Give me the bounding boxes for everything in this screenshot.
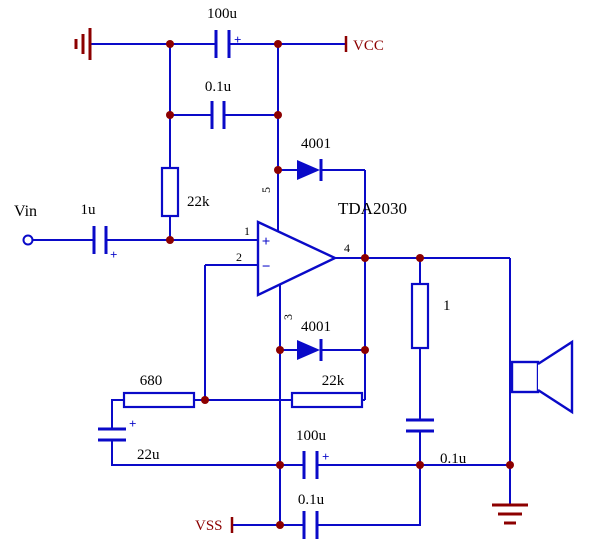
resistor-zobel-value: 1 bbox=[443, 298, 451, 314]
junction-dot bbox=[274, 40, 282, 48]
junction-dot bbox=[166, 111, 174, 119]
capacitor-vcc-bulk-polarity: + bbox=[234, 32, 241, 47]
resistor-bias-value: 22k bbox=[187, 194, 210, 210]
input-terminal: Vin bbox=[14, 203, 37, 246]
junction-dot bbox=[201, 396, 209, 404]
capacitor-vcc-hf-value: 0.1u bbox=[205, 79, 232, 95]
junction-dot bbox=[166, 40, 174, 48]
opamp-noninverting-sign: + bbox=[262, 234, 271, 250]
capacitor-vcc-bulk-100u: 100u + bbox=[207, 6, 241, 58]
capacitor-input-value: 1u bbox=[81, 202, 97, 218]
pin-label-1: 1 bbox=[244, 224, 250, 238]
input-label: Vin bbox=[14, 203, 37, 220]
resistor-bias-22k: 22k bbox=[160, 166, 210, 218]
capacitor-vcc-hf-0.1u: 0.1u bbox=[205, 79, 232, 129]
junction-dot bbox=[416, 461, 424, 469]
diode-bottom-value: 4001 bbox=[301, 319, 331, 335]
vcc-label: VCC bbox=[353, 38, 384, 54]
capacitor-vss-hf-value: 0.1u bbox=[298, 492, 325, 508]
ground-symbol-top-left bbox=[74, 28, 92, 60]
capacitor-feedback-22u: 22u + bbox=[98, 416, 160, 463]
junction-dot bbox=[506, 461, 514, 469]
vss-label: VSS bbox=[195, 518, 223, 534]
diode-output-to-vcc-4001: 4001 bbox=[297, 136, 331, 181]
junction-dot bbox=[416, 254, 424, 262]
diode-vss-to-output-4001: 4001 bbox=[297, 319, 331, 361]
junction-dot bbox=[166, 236, 174, 244]
junction-dots bbox=[166, 40, 514, 529]
opamp-tda2030: + − TDA2030 1 2 4 5 3 bbox=[236, 187, 407, 320]
resistor-feedback-22k: 22k bbox=[290, 373, 364, 409]
ic-name-label: TDA2030 bbox=[338, 199, 407, 218]
speaker-icon bbox=[510, 339, 574, 415]
pin-label-5: 5 bbox=[259, 187, 273, 193]
junction-dot bbox=[274, 111, 282, 119]
capacitor-input-polarity: + bbox=[110, 247, 117, 262]
capacitor-feedback-value: 22u bbox=[137, 447, 160, 463]
vcc-terminal: VCC bbox=[344, 36, 384, 54]
vss-terminal: VSS bbox=[195, 517, 234, 534]
capacitor-vss-bulk-100u: 100u + bbox=[296, 428, 329, 479]
junction-dot bbox=[361, 254, 369, 262]
junction-dot bbox=[274, 166, 282, 174]
ground-symbol-bottom-right bbox=[492, 503, 528, 525]
capacitor-vss-hf-0.1u: 0.1u bbox=[298, 492, 325, 539]
capacitor-vcc-bulk-value: 100u bbox=[207, 6, 238, 22]
junction-dot bbox=[276, 461, 284, 469]
resistor-feedback-value: 22k bbox=[322, 373, 345, 389]
junction-dot bbox=[276, 521, 284, 529]
resistor-series-value: 680 bbox=[140, 373, 163, 389]
capacitor-vss-bulk-polarity: + bbox=[322, 449, 329, 464]
capacitor-zobel-value: 0.1u bbox=[440, 451, 467, 467]
capacitor-input-coupling-1u: 1u + bbox=[81, 202, 118, 262]
opamp-inverting-sign: − bbox=[262, 259, 271, 275]
diode-top-value: 4001 bbox=[301, 136, 331, 152]
junction-dot bbox=[276, 346, 284, 354]
pin-label-4: 4 bbox=[344, 241, 350, 255]
resistor-zobel-1: 1 bbox=[410, 282, 451, 350]
resistor-series-680: 680 bbox=[122, 373, 196, 409]
capacitor-feedback-polarity: + bbox=[129, 416, 136, 431]
capacitor-zobel-0.1u: 0.1u bbox=[406, 418, 467, 467]
junction-dot bbox=[361, 346, 369, 354]
capacitor-vss-bulk-value: 100u bbox=[296, 428, 327, 444]
pin-label-3: 3 bbox=[281, 314, 295, 320]
pin-label-2: 2 bbox=[236, 250, 242, 264]
